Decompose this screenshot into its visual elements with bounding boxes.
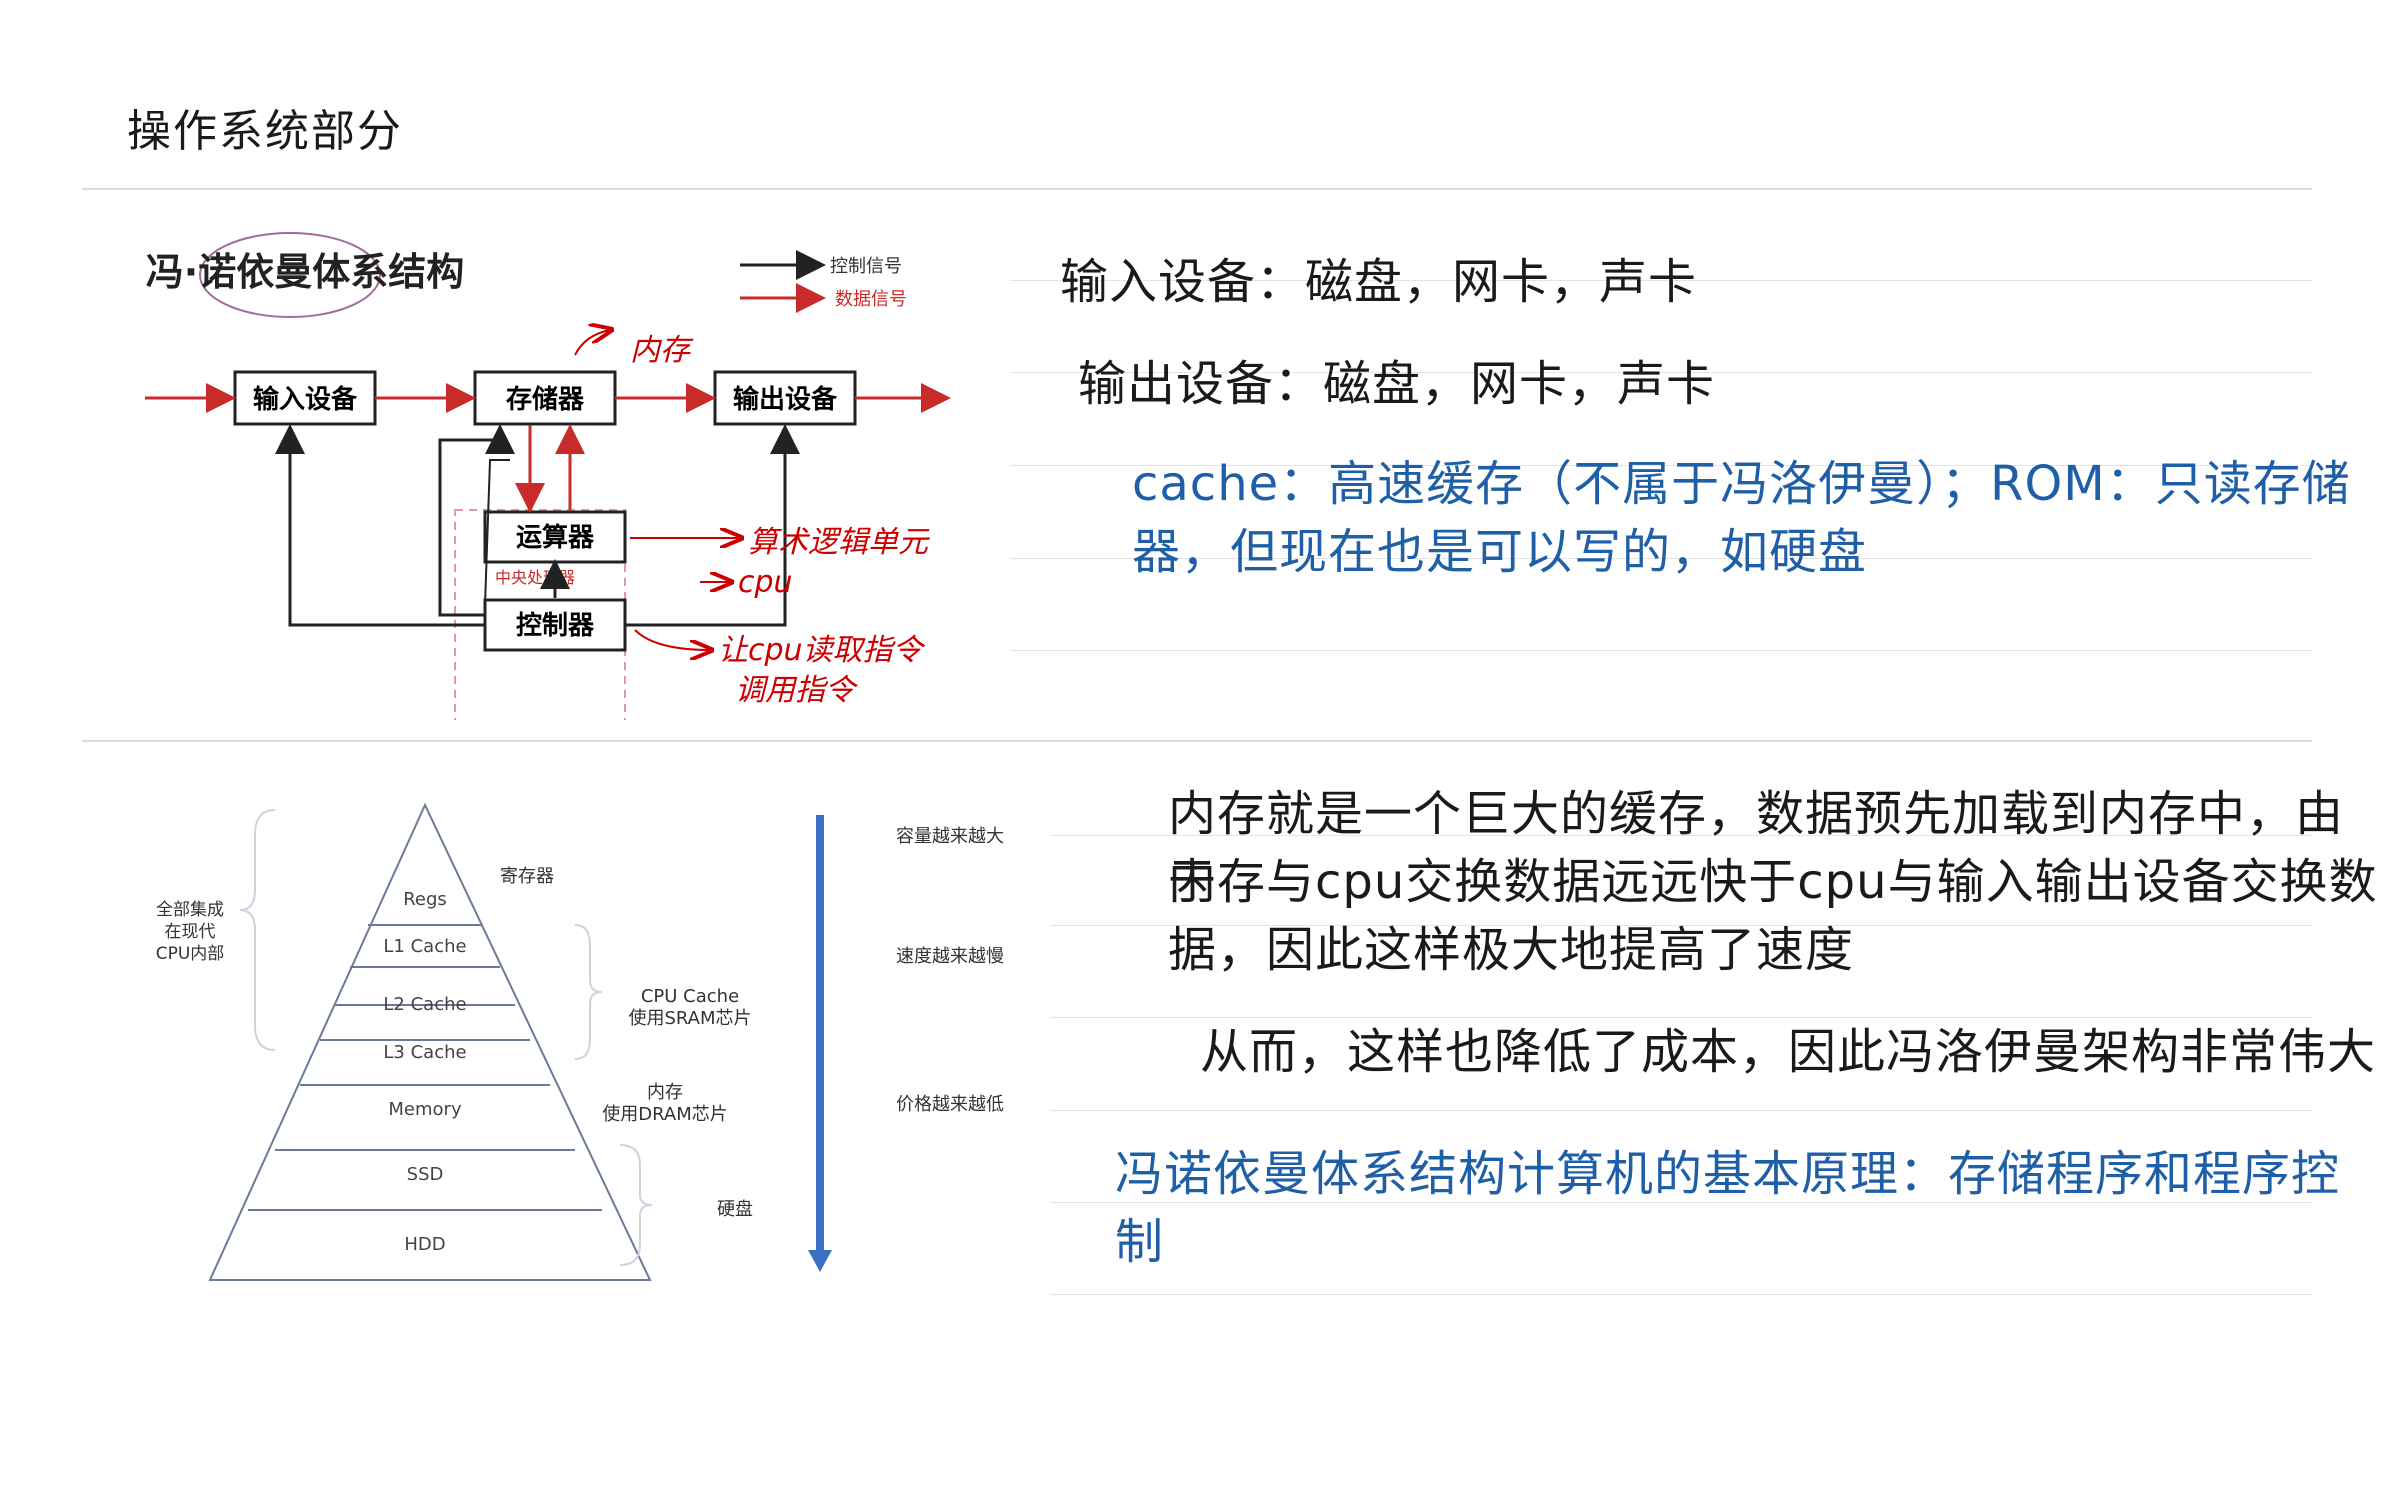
hw-cpu: cpu	[738, 565, 793, 600]
level-memory: Memory	[388, 1099, 462, 1120]
left-brace-1: 全部集成	[156, 900, 224, 920]
page-title: 操作系统部分	[127, 106, 403, 157]
hw-memory: 内存	[630, 333, 694, 368]
cpu-label: 中央处理器	[495, 568, 575, 587]
label-capacity: 容量越来越大	[896, 826, 1004, 847]
line	[1050, 925, 2312, 926]
diagram-title: 冯·诺依曼体系结构	[146, 250, 464, 294]
top-divider	[82, 188, 2312, 190]
box-storage: 存储器	[506, 384, 585, 415]
memory-hierarchy-diagram: Regs L1 Cache L2 Cache L3 Cache Memory S…	[156, 802, 1004, 1281]
note-memory-line1: 内存就是一个巨大的缓存，数据预先加载到内存中，由于	[1168, 786, 2345, 910]
label-price: 价格越来越低	[896, 1094, 1004, 1115]
line	[1050, 1110, 2312, 1111]
note-output-devices: 输出设备：磁盘，网卡，声卡	[1078, 356, 1716, 412]
hw-ctrl-1: 让cpu读取指令	[718, 633, 926, 668]
label-dram: 使用DRAM芯片	[602, 1104, 727, 1125]
box-control: 控制器	[516, 611, 595, 641]
line	[1010, 558, 2312, 559]
hw-alu: 算术逻辑单元	[748, 525, 930, 560]
note-cache-line1: cache：高速缓存（不属于冯洛伊曼）；ROM：只读存储	[1132, 456, 2351, 512]
box-alu: 运算器	[516, 522, 595, 553]
line	[1050, 1017, 2312, 1018]
level-ssd: SSD	[407, 1164, 444, 1185]
von-neumann-diagram: 冯·诺依曼体系结构 控制信号 数据信号 输入设备 存储器 输出设备 运算器 控制…	[145, 232, 951, 720]
middle-divider	[82, 740, 2312, 742]
line	[1050, 835, 2312, 836]
left-brace-2: 在现代	[165, 922, 216, 942]
legend-data: 数据信号	[835, 289, 907, 310]
label-speed: 速度越来越慢	[896, 946, 1004, 967]
box-output: 输出设备	[733, 384, 838, 415]
box-input: 输入设备	[253, 384, 358, 415]
hw-ctrl-2: 调用指令	[735, 673, 858, 708]
level-l3: L3 Cache	[383, 1042, 466, 1063]
label-register: 寄存器	[500, 866, 554, 887]
note-cost: 从而，这样也降低了成本，因此冯洛伊曼架构非常伟大	[1200, 1024, 2377, 1080]
line	[1050, 1294, 2312, 1295]
line	[1010, 280, 2312, 281]
note-memory-line3: 据，因此这样极大地提高了速度	[1168, 922, 1855, 978]
note-memory-line2: 内存与cpu交换数据远远快于cpu与输入输出设备交换数	[1168, 854, 2378, 910]
level-regs: Regs	[403, 889, 447, 910]
label-memory: 内存	[647, 1082, 683, 1103]
label-sram: 使用SRAM芯片	[628, 1008, 751, 1029]
level-l2: L2 Cache	[383, 994, 466, 1015]
line	[1050, 1202, 2312, 1203]
level-l1: L1 Cache	[383, 936, 466, 957]
label-disk: 硬盘	[717, 1199, 753, 1220]
line	[1010, 465, 2312, 466]
legend-control: 控制信号	[830, 256, 902, 277]
level-hdd: HDD	[404, 1234, 445, 1255]
label-cpu-cache: CPU Cache	[641, 986, 739, 1007]
note-principle: 冯诺依曼体系结构计算机的基本原理：存储程序和程序控制	[1115, 1146, 2341, 1270]
note-input-devices: 输入设备：磁盘，网卡，声卡	[1060, 254, 1698, 310]
line	[1010, 650, 2312, 651]
left-brace-3: CPU内部	[156, 944, 225, 964]
line	[1010, 372, 2312, 373]
note-cache-line2: 器，但现在也是可以写的，如硬盘	[1132, 524, 1868, 580]
